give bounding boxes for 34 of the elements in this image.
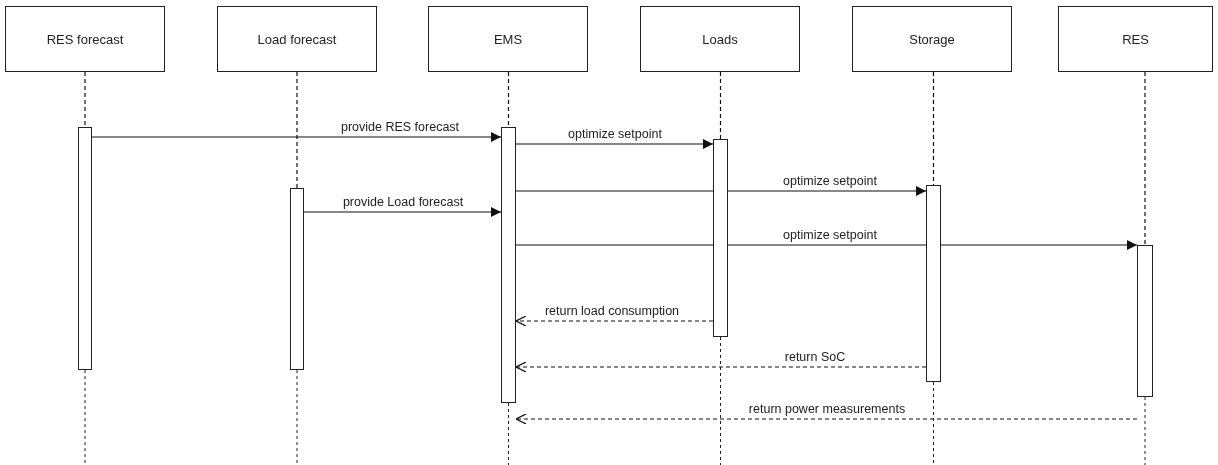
activation-bar — [290, 188, 304, 370]
activation-bar — [78, 127, 92, 370]
lifeline — [719, 71, 722, 140]
edge-label: optimize setpoint — [782, 228, 878, 242]
activation-bar — [713, 139, 728, 337]
activation-bar — [501, 127, 516, 403]
participant-box: Loads — [640, 6, 800, 72]
activation-bar — [926, 185, 941, 382]
lifeline — [507, 71, 510, 128]
return-arrow — [515, 361, 927, 373]
activation-bar — [1137, 245, 1153, 397]
participant-box: RES — [1058, 6, 1213, 72]
edge-label: return load consumption — [543, 304, 681, 318]
message-arrow — [91, 132, 502, 142]
edge-label: provide RES forecast — [339, 120, 461, 134]
participant-box: RES forecast — [5, 6, 165, 72]
message-arrow — [515, 240, 1138, 250]
lifeline — [932, 71, 935, 186]
edge-label: optimize setpoint — [567, 127, 663, 141]
participant-box: EMS — [428, 6, 588, 72]
edge-label: return power measurements — [747, 402, 907, 416]
lifeline — [296, 71, 298, 189]
message-arrow — [515, 139, 714, 149]
return-arrow — [515, 413, 1138, 425]
message-arrow — [303, 207, 502, 217]
edge-label: optimize setpoint — [782, 174, 878, 188]
edge-label: provide Load forecast — [341, 195, 465, 209]
participant-box: Storage — [852, 6, 1012, 72]
lifeline — [84, 71, 86, 128]
lifeline — [1144, 71, 1146, 246]
message-arrow — [515, 186, 927, 196]
participant-box: Load forecast — [217, 6, 377, 72]
return-arrow — [515, 315, 714, 327]
edge-label: return SoC — [783, 350, 847, 364]
